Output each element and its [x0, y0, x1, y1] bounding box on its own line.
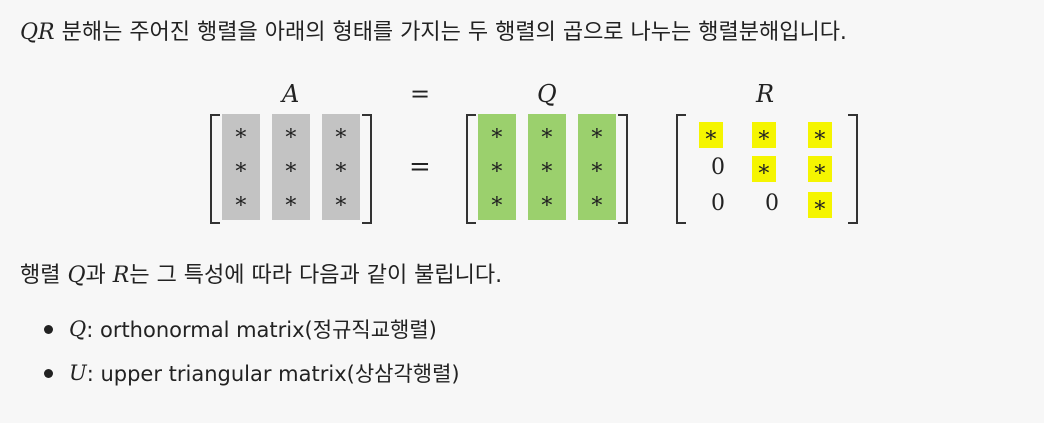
equals-sign: = [409, 152, 431, 182]
label-equals: = [410, 80, 431, 108]
matrix-a-col-1: ∗ ∗ ∗ [222, 114, 260, 220]
description-prefix: 행렬 [20, 263, 68, 288]
intro-body: 분해는 주어진 행렬을 아래의 형태를 가지는 두 행렬의 곱으로 나누는 행렬… [54, 20, 847, 45]
intro-symbol: QR [20, 20, 55, 45]
bullet-symbol: U [69, 361, 87, 385]
matrix-a-col-3: ∗ ∗ ∗ [322, 114, 360, 220]
description-text: 행렬 Q과 R는 그 특성에 따라 다음과 같이 불립니다. [20, 257, 502, 289]
matrix-entry: ∗ [539, 188, 555, 214]
bullet-text: : upper triangular matrix(상삼각행렬) [86, 362, 460, 386]
matrix-entry: ∗ [233, 154, 249, 180]
description-q: Q [67, 263, 86, 288]
matrix-q-right-bracket [618, 114, 628, 224]
matrix-r-left-bracket [676, 114, 686, 224]
intro-text: QR 분해는 주어진 행렬을 아래의 형태를 가지는 두 행렬의 곱으로 나누는… [20, 14, 847, 46]
bullet-item-q: Q: orthonormal matrix(정규직교행렬) [44, 314, 437, 344]
matrix-q-left-bracket [466, 114, 476, 224]
matrix-entry: ∗ [752, 156, 776, 182]
bullet-symbol: Q [69, 317, 87, 341]
matrix-entry: ∗ [699, 122, 723, 148]
matrix-entry: ∗ [333, 154, 349, 180]
description-r: R [112, 263, 130, 288]
matrix-entry: ∗ [283, 154, 299, 180]
matrix-q-col-3: ∗ ∗ ∗ [578, 114, 616, 220]
matrix-entry: ∗ [233, 120, 249, 146]
matrix-q-col-2: ∗ ∗ ∗ [528, 114, 566, 220]
matrix-entry: ∗ [589, 154, 605, 180]
matrix-entry: ∗ [333, 188, 349, 214]
label-a: A [282, 80, 300, 108]
matrix-a-col-2: ∗ ∗ ∗ [272, 114, 310, 220]
matrix-entry: ∗ [539, 120, 555, 146]
matrix-zero: 0 [711, 190, 725, 216]
label-q: Q [537, 80, 557, 108]
description-suffix: 는 그 특성에 따라 다음과 같이 불립니다. [129, 263, 503, 288]
matrix-entry: ∗ [589, 188, 605, 214]
matrix-a-left-bracket [210, 114, 220, 224]
matrix-entry: ∗ [283, 120, 299, 146]
matrix-entry: ∗ [752, 122, 776, 148]
matrix-entry: ∗ [489, 154, 505, 180]
matrix-entry: ∗ [283, 188, 299, 214]
matrix-entry: ∗ [808, 122, 832, 148]
label-r: R [756, 80, 775, 108]
bullet-dot-icon [44, 324, 53, 334]
description-mid: 과 [85, 263, 113, 288]
matrix-zero: 0 [765, 190, 779, 216]
matrix-entry: ∗ [808, 192, 832, 218]
matrix-entry: ∗ [808, 156, 832, 182]
matrix-a-right-bracket [362, 114, 372, 224]
matrix-entry: ∗ [589, 120, 605, 146]
matrix-entry: ∗ [489, 120, 505, 146]
bullet-dot-icon [44, 368, 53, 378]
bullet-text: : orthonormal matrix(정규직교행렬) [86, 318, 437, 342]
bullet-item-u: U: upper triangular matrix(상삼각행렬) [44, 358, 460, 388]
matrix-entry: ∗ [539, 154, 555, 180]
matrix-entry: ∗ [333, 120, 349, 146]
matrix-zero: 0 [711, 154, 725, 180]
matrix-q-col-1: ∗ ∗ ∗ [478, 114, 516, 220]
matrix-r-right-bracket [848, 114, 858, 224]
matrix-entry: ∗ [233, 188, 249, 214]
matrix-entry: ∗ [489, 188, 505, 214]
